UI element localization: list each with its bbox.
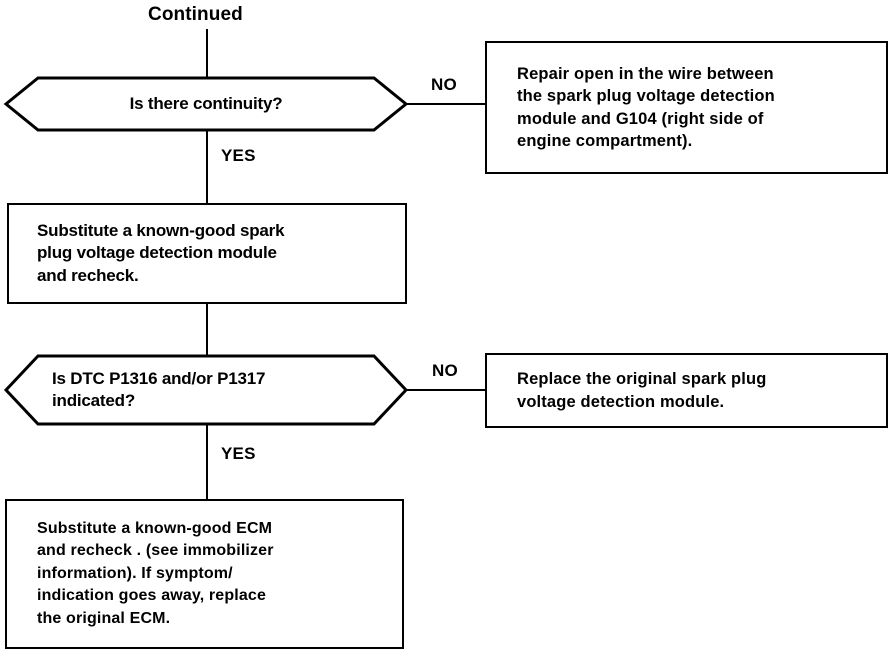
edge-label-decision-2-no: NO bbox=[432, 361, 458, 380]
connector-decision-2-yes bbox=[206, 424, 208, 500]
edge-label-decision-2-yes: YES bbox=[221, 444, 256, 463]
decision-node-continuity-label: Is there continuity? bbox=[129, 93, 283, 113]
connector-title-to-decision-1 bbox=[206, 29, 208, 79]
process-node-substitute-ecm-label: Substitute a known-good ECM and recheck … bbox=[37, 520, 274, 627]
process-node-repair-open-label: Repair open in the wire between the spar… bbox=[517, 64, 775, 150]
edge-label-decision-1-no: NO bbox=[431, 75, 457, 94]
page-title: Continued bbox=[148, 4, 243, 25]
edge-label-decision-1-yes: YES bbox=[221, 146, 256, 165]
connector-decision-2-no bbox=[405, 389, 487, 391]
hexagon-shape-icon bbox=[3, 354, 409, 426]
process-node-substitute-ecm: Substitute a known-good ECM and recheck … bbox=[5, 499, 404, 649]
decision-node-dtc-label: Is DTC P1316 and/or P1317 indicated? bbox=[52, 368, 266, 410]
process-node-repair-open: Repair open in the wire between the spar… bbox=[485, 41, 888, 174]
decision-node-continuity: Is there continuity? bbox=[3, 76, 409, 132]
process-node-substitute-module-label: Substitute a known-good spark plug volta… bbox=[37, 221, 285, 285]
decision-node-dtc: Is DTC P1316 and/or P1317 indicated? bbox=[3, 354, 409, 426]
process-node-replace-module-label: Replace the original spark plug voltage … bbox=[517, 370, 767, 411]
hexagon-shape-icon bbox=[3, 76, 409, 132]
process-node-replace-module: Replace the original spark plug voltage … bbox=[485, 353, 888, 428]
connector-decision-1-yes bbox=[206, 130, 208, 204]
connector-module-to-decision-2 bbox=[206, 303, 208, 357]
connector-decision-1-no bbox=[405, 103, 487, 105]
process-node-substitute-module: Substitute a known-good spark plug volta… bbox=[7, 203, 407, 304]
